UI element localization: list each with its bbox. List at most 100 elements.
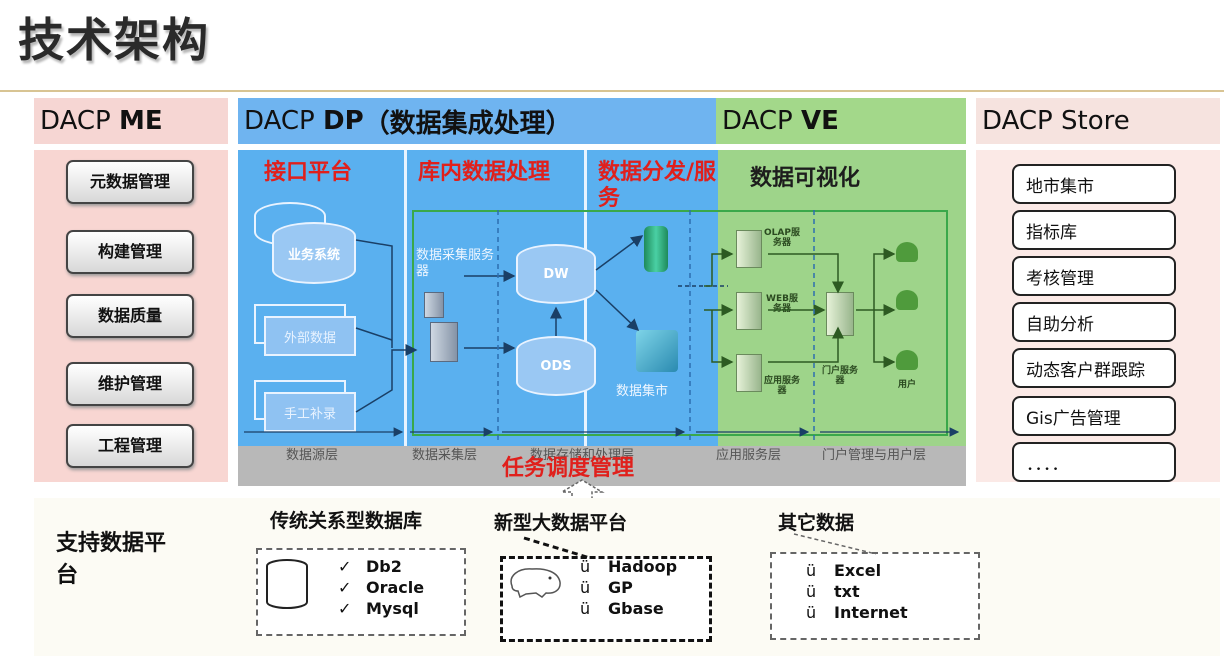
manual-entry-box: 手工补录 <box>264 392 356 432</box>
bullet-icon: ü <box>580 578 591 597</box>
data-mart-cubes-icon <box>636 330 678 372</box>
header-me-strong: ME <box>119 106 163 136</box>
check-icon: ✓ <box>338 557 352 576</box>
header-me-prefix: DACP <box>40 106 111 136</box>
store-item-assessment[interactable]: 考核管理 <box>1012 256 1176 296</box>
excel-label: Excel <box>834 561 882 580</box>
excel-item: ü Excel <box>806 560 908 581</box>
header-ve-prefix: DACP <box>722 106 793 136</box>
app-server-label: 应用服务器 <box>764 376 801 396</box>
mysql-label: Mysql <box>366 599 419 618</box>
portal-server-icon <box>826 292 854 336</box>
header-store-label: DACP Store <box>982 106 1130 136</box>
layer-portal-label: 门户管理与用户层 <box>822 448 927 463</box>
store-item-city-mart[interactable]: 地市集市 <box>1012 164 1176 204</box>
web-server-label: WEB服务器 <box>766 294 798 314</box>
oracle-label: Oracle <box>366 578 425 597</box>
store-item-indicator-lib[interactable]: 指标库 <box>1012 210 1176 250</box>
title-divider <box>0 90 1224 92</box>
bigdata-title: 新型大数据平台 <box>494 512 628 534</box>
bullet-icon: ü <box>580 599 591 618</box>
store-item-gis-ads[interactable]: Gis广告管理 <box>1012 396 1176 436</box>
bullet-icon: ü <box>580 557 591 576</box>
business-system-db: 业务系统 <box>272 222 356 284</box>
web-server-icon <box>736 292 762 330</box>
dp-separator-1 <box>404 150 407 446</box>
header-dp-strong: DP <box>323 106 364 136</box>
bullet-icon: ü <box>806 561 817 580</box>
database-icon <box>266 559 308 609</box>
internet-item: ü Internet <box>806 602 908 623</box>
me-project-button[interactable]: 工程管理 <box>66 424 194 468</box>
dw-cylinder: DW <box>516 244 596 304</box>
hadoop-item: ü Hadoop <box>580 556 677 577</box>
page-title: 技术架构 <box>18 13 210 67</box>
bullet-icon: ü <box>806 603 817 622</box>
me-maintenance-button[interactable]: 维护管理 <box>66 362 194 406</box>
user-label: 用户 <box>897 380 916 390</box>
section-dist-title: 数据分发/服务 <box>598 160 717 211</box>
store-item-more[interactable]: ．．．． <box>1012 442 1176 482</box>
callout-line <box>523 536 591 560</box>
other-data-title: 其它数据 <box>778 512 855 534</box>
oracle-item: ✓ Oracle <box>338 577 424 598</box>
callout-line-2 <box>793 533 877 555</box>
me-metadata-button[interactable]: 元数据管理 <box>66 160 194 204</box>
db2-label: Db2 <box>366 557 402 576</box>
gp-item: ü GP <box>580 577 677 598</box>
olap-server-label: OLAP服务器 <box>764 228 800 248</box>
distribution-server-icon <box>644 226 668 272</box>
mysql-item: ✓ Mysql <box>338 598 424 619</box>
layer-app-label: 应用服务层 <box>716 448 782 463</box>
internet-label: Internet <box>834 603 908 622</box>
header-dp-suffix: （数据集成处理） <box>363 108 572 139</box>
header-dacp-me: DACP ME <box>34 98 228 144</box>
header-dacp-ve: DACP VE <box>716 98 966 144</box>
store-item-customer-tracking[interactable]: 动态客户群跟踪 <box>1012 348 1176 388</box>
collector-server-2 <box>430 322 458 362</box>
bullet-icon: ü <box>806 582 817 601</box>
header-dp-prefix: DACP <box>244 106 315 136</box>
layer-storage-label: 数据存储和处理层 <box>530 448 635 463</box>
user-icon-2 <box>896 290 918 310</box>
relational-db-title: 传统关系型数据库 <box>270 510 423 532</box>
collector-server-1 <box>424 292 444 318</box>
gbase-item: ü Gbase <box>580 598 677 619</box>
section-visual-title: 数据可视化 <box>750 166 861 191</box>
layer-bar <box>238 446 966 486</box>
external-data-box: 外部数据 <box>264 316 356 356</box>
hadoop-label: Hadoop <box>608 557 678 576</box>
olap-server-icon <box>736 230 762 268</box>
gp-label: GP <box>608 578 633 597</box>
gbase-label: Gbase <box>608 599 664 618</box>
user-icon-1 <box>896 242 918 262</box>
txt-label: txt <box>834 582 860 601</box>
header-dacp-store: DACP Store <box>976 98 1220 144</box>
layer-collect-label: 数据采集层 <box>412 448 478 463</box>
scheduler-label: 任务调度管理 <box>502 456 635 481</box>
flow-arrows <box>244 210 960 440</box>
support-label: 支持数据平台 <box>56 531 167 588</box>
ods-cylinder: ODS <box>516 336 596 396</box>
header-ve-strong: VE <box>801 106 839 136</box>
check-icon: ✓ <box>338 599 352 618</box>
header-dacp-dp: DACP DP（数据集成处理） <box>238 98 716 144</box>
collector-label: 数据采集服务器 <box>416 248 495 279</box>
section-interface-title: 接口平台 <box>264 160 353 185</box>
app-server-icon <box>736 354 762 392</box>
hadoop-elephant-icon <box>510 568 561 598</box>
relational-db-list: ✓ Db2 ✓ Oracle ✓ Mysql <box>338 556 424 619</box>
check-icon: ✓ <box>338 578 352 597</box>
me-build-button[interactable]: 构建管理 <box>66 230 194 274</box>
portal-server-label: 门户服务器 <box>821 366 858 386</box>
data-mart-label: 数据集市 <box>616 384 669 399</box>
layer-source-label: 数据源层 <box>286 448 339 463</box>
other-data-box <box>770 552 980 640</box>
user-icon-3 <box>896 350 918 370</box>
me-quality-button[interactable]: 数据质量 <box>66 294 194 338</box>
db2-item: ✓ Db2 <box>338 556 424 577</box>
store-item-self-analysis[interactable]: 自助分析 <box>1012 302 1176 342</box>
